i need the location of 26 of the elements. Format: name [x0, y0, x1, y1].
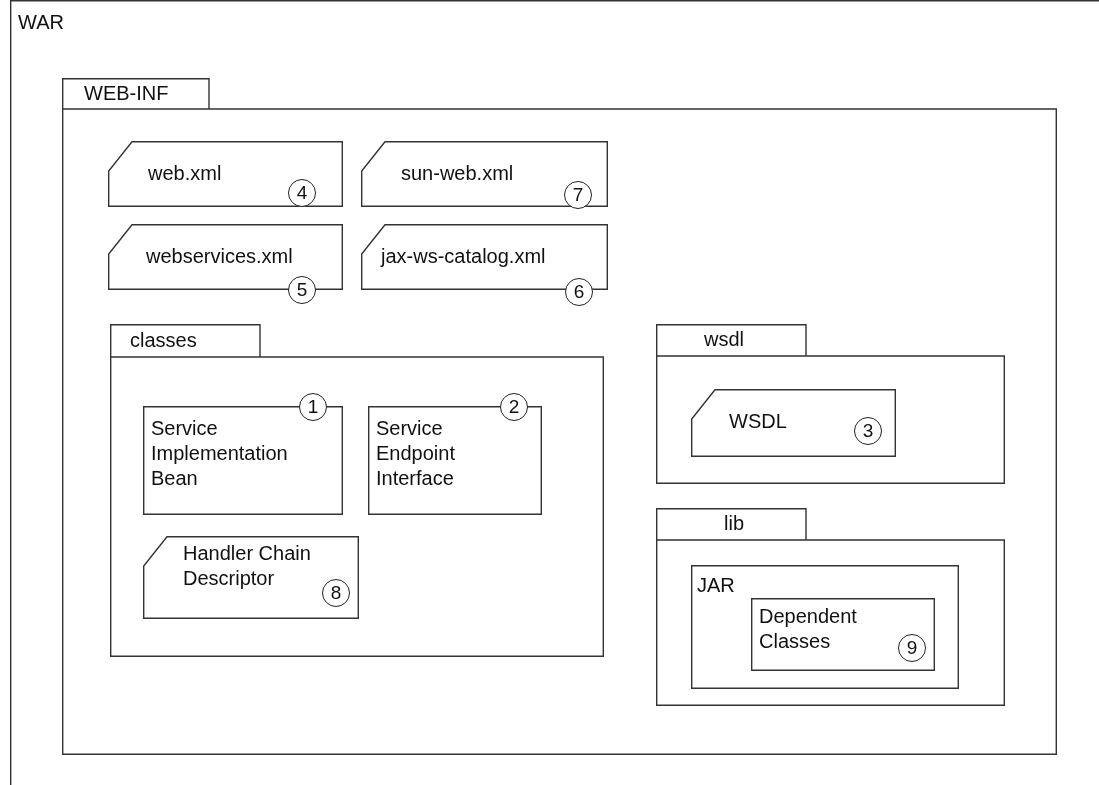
- file-name: jax-ws-catalog.xml: [381, 244, 547, 269]
- file-document: [143, 536, 359, 619]
- file-document: [108, 141, 343, 207]
- folder-label: wsdl: [704, 327, 744, 352]
- file-name: sun-web.xml: [401, 161, 515, 186]
- component-label: Service Implementation Bean: [151, 416, 289, 491]
- file-name: Handler Chain Descriptor: [183, 541, 312, 591]
- file-name: webservices.xml: [146, 244, 294, 269]
- component-label: Dependent Classes: [759, 604, 858, 654]
- folder-label: classes: [130, 328, 197, 353]
- component-box: [751, 598, 935, 671]
- folder: [110, 324, 604, 657]
- folder: [656, 508, 1005, 706]
- file-document: [361, 141, 608, 207]
- file-name: web.xml: [148, 161, 223, 186]
- file-document: [691, 389, 896, 457]
- component-label: Service Endpoint Interface: [376, 416, 456, 491]
- folder-label: lib: [724, 511, 744, 536]
- folder: [62, 78, 1057, 755]
- folder-label: WEB-INF: [84, 81, 169, 106]
- file-name: WSDL: [729, 409, 788, 434]
- container-frame: [10, 0, 1099, 785]
- component-box: [691, 565, 959, 689]
- component-label: WAR: [18, 10, 64, 35]
- folder: [656, 324, 1005, 484]
- component-label: JAR: [697, 573, 736, 598]
